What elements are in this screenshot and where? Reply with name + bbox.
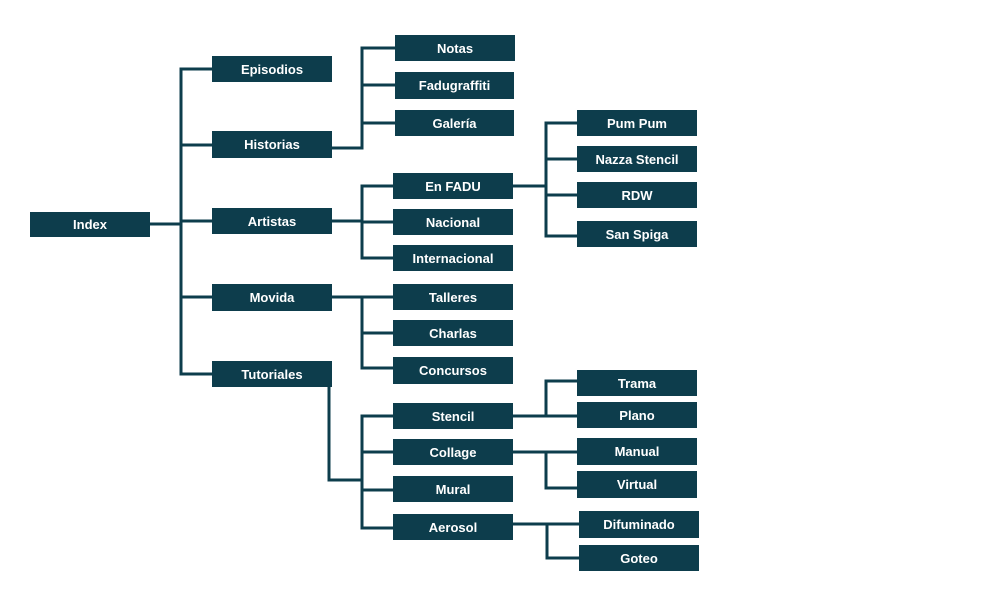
node-rdw: RDW xyxy=(577,182,697,208)
node-collage: Collage xyxy=(393,439,513,465)
node-fadugraffiti: Fadugraffiti xyxy=(395,72,514,99)
node-movida: Movida xyxy=(212,284,332,311)
node-stencil: Stencil xyxy=(393,403,513,429)
node-historias: Historias xyxy=(212,131,332,158)
node-galeria: Galería xyxy=(395,110,514,136)
node-san-spiga: San Spiga xyxy=(577,221,697,247)
node-trama: Trama xyxy=(577,370,697,396)
node-manual: Manual xyxy=(577,438,697,465)
node-artistas: Artistas xyxy=(212,208,332,234)
node-tutoriales: Tutoriales xyxy=(212,361,332,387)
node-nacional: Nacional xyxy=(393,209,513,235)
node-pum-pum: Pum Pum xyxy=(577,110,697,136)
node-charlas: Charlas xyxy=(393,320,513,346)
node-internacional: Internacional xyxy=(393,245,513,271)
node-en-fadu: En FADU xyxy=(393,173,513,199)
node-talleres: Talleres xyxy=(393,284,513,310)
node-concursos: Concursos xyxy=(393,357,513,384)
node-virtual: Virtual xyxy=(577,471,697,498)
node-goteo: Goteo xyxy=(579,545,699,571)
node-aerosol: Aerosol xyxy=(393,514,513,540)
node-episodios: Episodios xyxy=(212,56,332,82)
node-index: Index xyxy=(30,212,150,237)
node-notas: Notas xyxy=(395,35,515,61)
node-plano: Plano xyxy=(577,402,697,428)
node-nazza-stencil: Nazza Stencil xyxy=(577,146,697,172)
node-difuminado: Difuminado xyxy=(579,511,699,538)
node-mural: Mural xyxy=(393,476,513,502)
